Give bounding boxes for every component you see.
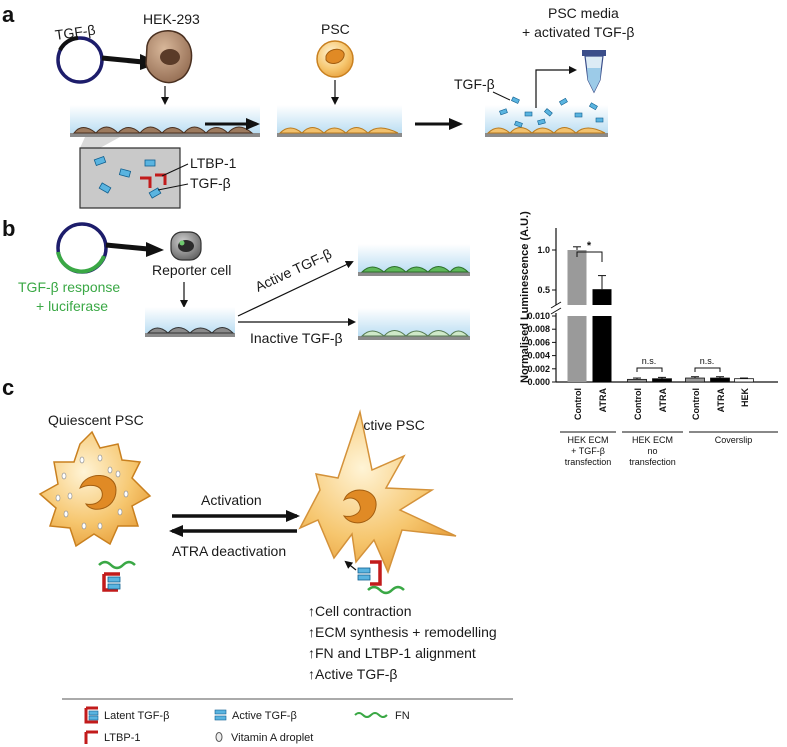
fn-legend-icon: [354, 712, 388, 718]
luminescence-chart: Normalised Luminescence (A.U.) 1.0 0.5 0.0…: [519, 211, 778, 467]
culture-well-hek: [70, 105, 260, 137]
culture-well-reporter: [145, 307, 235, 337]
effect-item: ↑ECM synthesis + remodelling: [308, 624, 497, 640]
panel-label-a: a: [2, 2, 15, 27]
legend-ltbp: LTBP-1: [104, 732, 140, 744]
bar: [652, 378, 672, 383]
bar: [592, 289, 612, 305]
group-label: HEK ECM: [567, 435, 608, 445]
bar: [685, 377, 705, 383]
psc-cell-icon: [316, 40, 354, 78]
tgf-label-plasmid: TGF-β: [54, 22, 97, 44]
panel-label-c: c: [2, 375, 14, 400]
legend-latent: Latent TGF-β: [104, 710, 169, 722]
x-tick-label: HEK: [740, 388, 750, 408]
active-psc-label: Active PSC: [354, 417, 425, 433]
deactivation-label: ATRA deactivation: [172, 543, 286, 559]
bar: [567, 250, 587, 305]
x-tick-label: ATRA: [658, 387, 668, 412]
bar: [592, 316, 612, 382]
legend-fn: FN: [395, 710, 410, 722]
y-tick-label: 0.008: [527, 324, 550, 334]
axis-break-mark: [550, 307, 562, 315]
y-tick-label: 0.5: [537, 285, 550, 295]
significance-bracket: [694, 367, 721, 372]
vitamin-a-droplet-icon: [215, 732, 223, 742]
axis-break-mark: [550, 301, 562, 309]
reporter-cell-icon: [170, 231, 202, 261]
significance-label: n.s.: [700, 356, 715, 366]
y-tick-label: 1.0: [537, 245, 550, 255]
effect-item: ↑Cell contraction: [308, 603, 412, 619]
y-tick-label: 0.002: [527, 364, 550, 374]
group-label: transfection: [629, 457, 676, 467]
media-label-1: PSC media: [548, 5, 619, 21]
active-tgf-label: Active TGF-β: [253, 245, 335, 294]
culture-well-psc: [277, 105, 402, 137]
active-tgf-release-icon: [344, 560, 405, 595]
x-tick-label: ATRA: [716, 387, 726, 412]
bar: [627, 378, 647, 383]
group-label: + TGF-β: [571, 446, 605, 456]
significance-bracket: [576, 251, 603, 262]
active-tgf-legend-icon: [214, 709, 227, 721]
latent-tgf-legend-icon: [84, 706, 99, 724]
effect-item: ↑FN and LTBP-1 alignment: [308, 645, 476, 661]
active-psc-icon: [298, 409, 457, 575]
latent-tgf-complex-icon: [98, 560, 136, 592]
plasmid-icon: [56, 36, 104, 84]
group-label: HEK ECM: [632, 435, 673, 445]
plasmid-label-1: TGF-β response: [18, 279, 120, 295]
x-tick-label: Control: [691, 388, 701, 420]
bar: [710, 377, 730, 383]
significance-label: *: [587, 240, 592, 252]
group-label: Coverslip: [715, 435, 753, 445]
culture-well-tgf: [485, 96, 608, 137]
hek-cell-icon: [145, 30, 193, 84]
y-tick-label: 0.004: [527, 351, 550, 361]
transfection-arrow: [101, 55, 144, 65]
culture-well-active: [358, 244, 470, 276]
reporter-label: Reporter cell: [152, 262, 231, 278]
reporter-plasmid-icon: [56, 222, 108, 274]
activation-label: Activation: [201, 492, 262, 508]
x-tick-label: ATRA: [598, 387, 608, 412]
quiescent-psc-icon: [38, 430, 152, 548]
tube-icon: [582, 50, 606, 94]
effects-list: ↑Cell contraction ↑ECM synthesis + remod…: [308, 603, 497, 682]
tgf-label-media: TGF-β: [454, 76, 495, 92]
legend-active: Active TGF-β: [232, 710, 297, 722]
bar: [734, 378, 754, 383]
legend-vita: Vitamin A droplet: [231, 732, 313, 744]
quiescent-label: Quiescent PSC: [48, 412, 144, 428]
media-label-2: + activated TGF-β: [522, 24, 634, 40]
significance-label: n.s.: [642, 356, 657, 366]
plasmid-label-2: + luciferase: [36, 298, 108, 314]
ecm-inset: [79, 137, 181, 209]
chart-ylabel: Normalised Luminescence (A.U.): [519, 211, 531, 383]
panel-label-b: b: [2, 216, 15, 241]
hek-label: HEK-293: [143, 11, 200, 27]
bar: [567, 316, 587, 382]
y-tick-label: 0.000: [527, 377, 550, 387]
ltbp-legend-icon: [84, 730, 98, 744]
group-label: transfection: [565, 457, 612, 467]
x-tick-label: Control: [633, 388, 643, 420]
inactive-tgf-label: Inactive TGF-β: [250, 330, 343, 346]
legend: Latent TGF-β Active TGF-β FN LTBP-1 Vita…: [84, 706, 410, 744]
y-tick-label: 0.010: [527, 311, 550, 321]
tgf-label-inset: TGF-β: [190, 175, 231, 191]
x-tick-label: Control: [573, 388, 583, 420]
significance-bracket: [636, 367, 663, 372]
culture-well-inactive: [358, 308, 470, 340]
effect-item: ↑Active TGF-β: [308, 666, 397, 682]
group-label: no: [647, 446, 657, 456]
y-tick-label: 0.006: [527, 337, 550, 347]
psc-label: PSC: [321, 21, 350, 37]
ltbp-label-inset: LTBP-1: [190, 155, 237, 171]
